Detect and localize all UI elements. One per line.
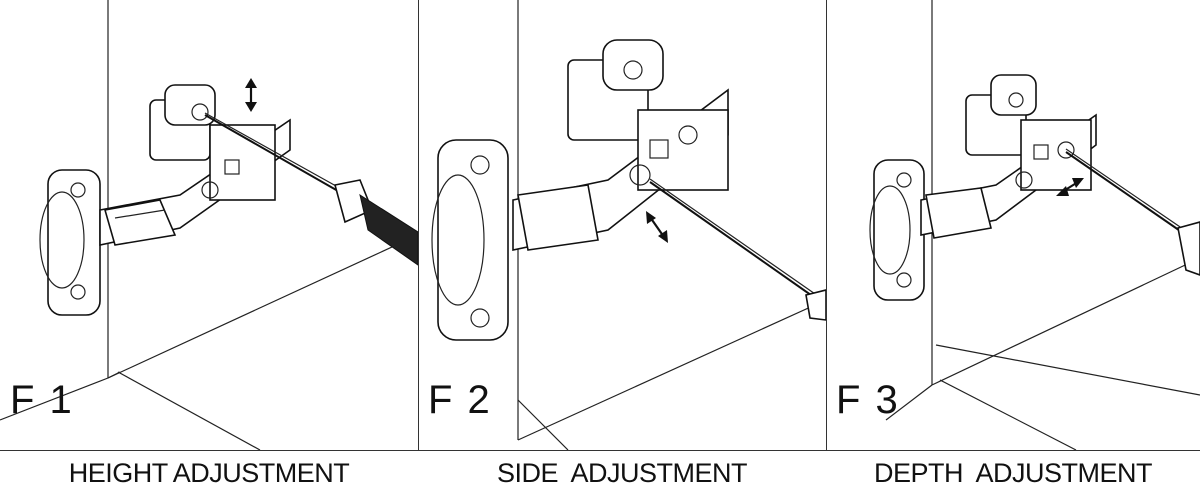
hinge-illustration-1 [0, 0, 418, 450]
mounting-plate [869, 159, 925, 301]
screwdriver [204, 112, 418, 266]
figure-panel-2: F 2 [418, 0, 826, 450]
diagonal-double-arrow-icon [1056, 178, 1084, 196]
diagonal-double-arrow-icon [646, 211, 668, 243]
mounting-plate [39, 169, 101, 316]
screwdriver [649, 178, 826, 321]
figure-panel-3: F 3 [826, 0, 1200, 450]
hinge-arm [920, 74, 1097, 239]
vertical-double-arrow-icon [245, 78, 257, 112]
screwdriver [1065, 148, 1200, 276]
panel-divider [418, 0, 419, 450]
figure-label: F 1 [10, 378, 74, 422]
figure-panel-1: F 1 [0, 0, 418, 450]
caption-divider [0, 450, 1200, 451]
mounting-plate [431, 139, 509, 341]
hinge-illustration-2 [431, 0, 826, 450]
figure-label: F 2 [428, 378, 492, 422]
figure-label: F 3 [836, 378, 900, 422]
caption-side-adjustment: SIDE ADJUSTMENT [496, 457, 748, 488]
hinge-arm [99, 84, 291, 246]
hinge-arm [512, 39, 729, 251]
caption-depth-adjustment: DEPTH ADJUSTMENT [873, 457, 1153, 488]
caption-height-adjustment: HEIGHT ADJUSTMENT [68, 457, 350, 488]
hinge-illustration-3 [869, 0, 1200, 450]
panel-divider [826, 0, 827, 450]
